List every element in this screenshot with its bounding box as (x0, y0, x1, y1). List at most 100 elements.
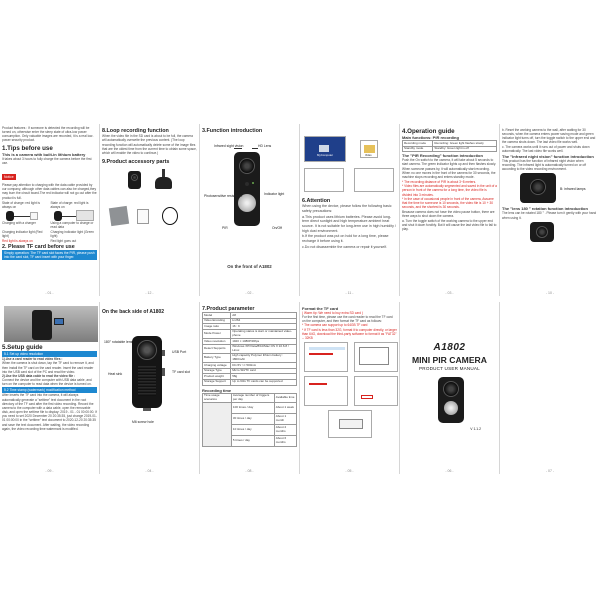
usb-port-icon (162, 349, 165, 356)
front-camera-diagram: Infrared sight vision HD Lens Photosensi… (202, 134, 297, 264)
format-step-5 (328, 410, 372, 439)
panel-cover: A1802 MINI PIR CAMERA PRODUCT USER MANUA… (400, 302, 500, 474)
shutdown-way-c: c. The camera works until it runs out of… (502, 144, 590, 153)
pir-text: Push the On switch to the camera, it wil… (402, 158, 497, 179)
table-cell: Standby: Green light is off (432, 145, 497, 153)
manual-sheet-bottom: 5.Setup guide 5.1 Set up video resolutio… (0, 302, 600, 474)
format-step-4 (354, 376, 398, 407)
panel-back-side: On the back side of A1802 180° rotatable… (100, 302, 200, 474)
attention-item: c.Do not disassemble the camera or repai… (302, 244, 388, 249)
label-photoresistor: Photosensitive resistance (204, 194, 243, 199)
charge-state-b: State of charge: red light is always on (50, 200, 89, 209)
attention-intro: When using the device, please follow the… (302, 204, 392, 213)
table-cell: Model (201, 312, 232, 319)
shutdown-intro: Because camera does not have the video p… (402, 210, 495, 219)
label-hd-lens: HD Lens (258, 144, 272, 149)
warning-line: * The recording distance of PIR is about… (402, 180, 477, 185)
function-title: 3.Function introduction (202, 128, 263, 134)
folder-icon (364, 145, 375, 153)
usb-cable-icon (162, 207, 178, 226)
panel-function-introduction: 3.Function introduction Infrared sight v… (200, 124, 300, 296)
camera-lens-icon (131, 174, 138, 182)
attention-item: a.This product uses lithium batteries. P… (302, 214, 396, 233)
label-onoff: On/Off (272, 226, 282, 231)
red-light-value: Red light is always on (2, 238, 33, 243)
table-cell: Detect Supports (201, 343, 232, 354)
charger-drawing (2, 209, 49, 221)
setup-bar-1: 5.1 Set up video resolution (2, 351, 97, 358)
table-cell: Storage Type (201, 367, 232, 375)
rotating-lens-icon (536, 225, 548, 238)
charge-caption-a: Charging with a charger (2, 221, 36, 225)
table-cell: DC-5V >= 500mA (230, 362, 297, 369)
version-label: V 1.1.2 (470, 427, 481, 431)
label-heat-sink: Heat sink (108, 371, 123, 376)
panel-blank-back: - 07 - (500, 302, 600, 474)
page-number: - 07 - (545, 469, 555, 473)
infrared-photo: B: infrared lamps (502, 171, 598, 205)
table-cell: Up to 64G TF cards can be supported (230, 378, 297, 386)
file-window-a (304, 168, 344, 192)
pir-title: The "PIR Recording" function introductio… (402, 153, 483, 159)
table-cell: A8 (230, 312, 297, 319)
product-features-text: Product features : If someone is detecte… (2, 126, 94, 143)
panel-format-tf-card: Format the TF card ( Warm tip: We need t… (300, 302, 400, 474)
computer-drawing (51, 209, 98, 221)
cover-pir-icon (444, 401, 458, 415)
computer-screenshots: MyComputer Video (302, 134, 397, 196)
video-folder: Video (360, 140, 378, 158)
format-step-2 (354, 342, 398, 373)
page-number: - 02 - (245, 291, 254, 295)
charge-caption-b: Using a computer to charge or read data (50, 221, 94, 230)
tips-subtitle: This is a camera with built-in lithium b… (2, 151, 86, 157)
timestamp-text: After inserts the TF card into the camer… (2, 393, 97, 431)
green-light-label: Charging indicator light (Green light) (50, 230, 94, 239)
red-light-label: Charging indicator light (Red light) (2, 230, 43, 239)
format-step-1 (304, 342, 348, 373)
indicator-legend: Charging indicator light (Red light) Red… (2, 230, 97, 242)
table-cell: Charging voltage (201, 362, 232, 369)
label-usb-port: USB Port (172, 349, 187, 354)
recording-time-title: Recording time (202, 387, 232, 393)
shutdown-way-a: a. Turn the toggle switch of the working… (402, 218, 497, 231)
table-cell: Micro SD/TF card (230, 367, 297, 375)
table-cell: Battery Type (201, 352, 232, 364)
tf-slot-icon (162, 367, 165, 376)
attention-item: b.If the product was put on hold for a l… (302, 234, 389, 243)
file-window-b (354, 168, 394, 192)
table-cell: Storage Support (201, 378, 232, 386)
label-indicator: Indicator light (264, 192, 285, 197)
bracket-base-icon (155, 177, 172, 190)
table-row: Standby mode Standby: Green light is off (401, 145, 497, 153)
tf-card-insert-photo (2, 304, 98, 344)
rotation-text: The lens can be rotated 180 ° . Please t… (502, 211, 597, 220)
table-cell: Video Encoding (201, 317, 232, 325)
page-number: - 11 - (345, 291, 354, 295)
manual-booklet-icon (137, 209, 149, 225)
operation-title: 4.Operation guide (402, 128, 455, 135)
video-folder-label: Video (365, 154, 372, 157)
table-cell: Mode Power (201, 328, 232, 340)
label-rotatable-lens: 180° rotatable lens (104, 339, 133, 344)
page-number: - 10 - (545, 291, 555, 295)
panel-attention: MyComputer Video 6.Attention When using … (300, 124, 400, 296)
format-warning: * The camera can support up to 64GB TF c… (302, 323, 368, 328)
setup-bar-2: 5.2 Time stamp (watermark) modification … (2, 387, 97, 394)
table-cell: About 1 month (273, 412, 298, 425)
indicator-light-icon (252, 182, 254, 185)
rotation-photo (502, 220, 598, 242)
panel-infrared-rotation: b. Reset the working camera to the wall,… (500, 124, 600, 296)
table-header: Time usage scenarios (202, 392, 232, 403)
page-number: - 06 - (445, 469, 454, 473)
table-cell: Operating status is start or maintained … (230, 328, 297, 340)
table-row: 5 times / day About 6 months (203, 434, 298, 447)
setup-step-text: When the camera is shut down, tap the TF… (2, 361, 94, 374)
charger-illustration: State of charge: red light is always on … (2, 201, 49, 230)
table-cell: 100 times / day (230, 401, 275, 414)
page-number: - 08 - (245, 469, 254, 473)
